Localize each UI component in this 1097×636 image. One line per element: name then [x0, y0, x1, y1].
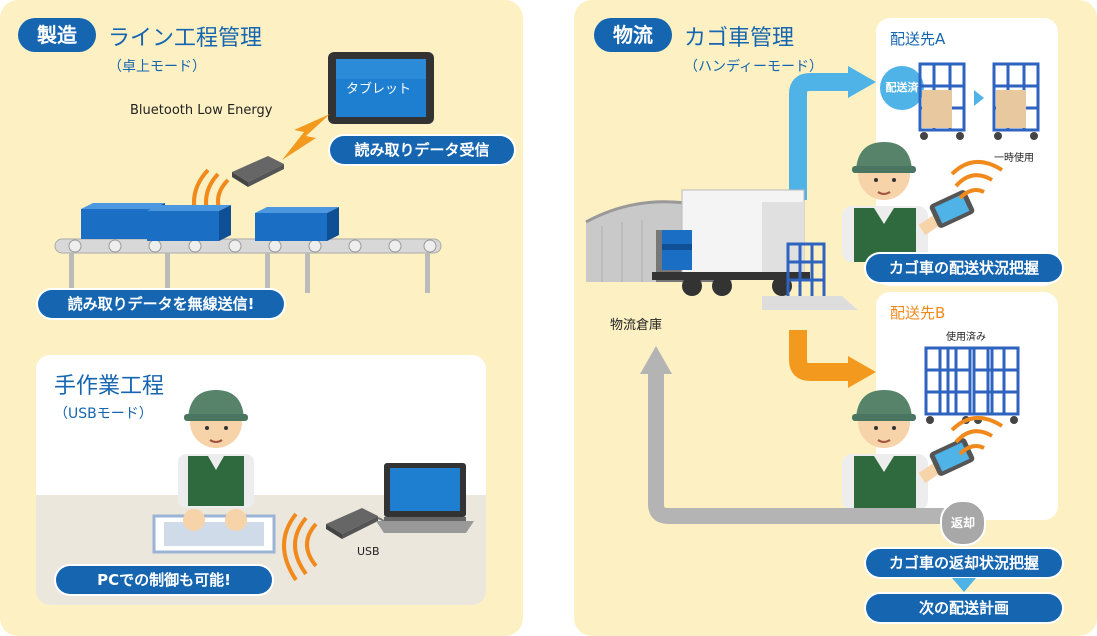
arrow-head-a: [848, 66, 876, 98]
manual-work-subtitle: （USBモード）: [54, 406, 153, 422]
manual-work-title: 手作業工程: [54, 374, 165, 399]
pc-control-caption: PCでの制御も可能!: [56, 566, 272, 594]
usb-signal-waves-icon: [282, 512, 318, 582]
cart-icon: [918, 62, 1040, 140]
return-badge: 返却: [940, 500, 986, 546]
warehouse-truck-icon: [585, 189, 858, 310]
lightning-icon: [282, 114, 330, 160]
handheld-worker-icon: [842, 142, 975, 262]
usb-label: USB: [357, 545, 380, 558]
return-arrow-head: [640, 346, 672, 374]
return-arrow: [648, 372, 956, 524]
next-delivery-plan-caption: 次の配送計画: [866, 594, 1062, 622]
temporary-use-label: 一時使用: [994, 153, 1034, 164]
tablet-label: タブレット: [346, 82, 412, 97]
manufacturing-badge: 製造: [18, 18, 96, 52]
line-process-title: ライン工程管理: [108, 26, 263, 51]
used-label: 使用済み: [946, 332, 986, 343]
worker-icon: [152, 390, 276, 554]
used-carts-icon: [924, 346, 1020, 424]
warehouse-label: 物流倉庫: [610, 318, 663, 333]
destination-a-title: 配送先A: [890, 30, 946, 48]
cart-management-subtitle: （ハンディーモード）: [684, 59, 824, 75]
scanner-device-icon: [232, 156, 284, 187]
receive-data-caption: 読み取りデータ受信: [330, 136, 514, 164]
return-signal-waves-icon: [950, 416, 1004, 456]
handheld-signal-waves-icon: [950, 160, 1004, 200]
delivery-arrow-b: [789, 330, 852, 381]
return-status-caption: カゴ車の返却状況把握: [866, 549, 1062, 577]
delivery-status-caption: カゴ車の配送状況把握: [866, 254, 1062, 282]
tablet-icon: [328, 52, 434, 124]
line-process-subtitle: （卓上モード）: [108, 59, 206, 75]
ble-label: Bluetooth Low Energy: [130, 103, 273, 118]
delivery-arrow-a: [789, 73, 852, 200]
delivered-status-badge: 配送済: [880, 66, 924, 110]
cart-management-title: カゴ車管理: [684, 26, 795, 51]
send-data-caption: 読み取りデータを無線送信!: [38, 290, 284, 318]
conveyor-icon: [54, 203, 442, 293]
down-arrow-icon: [952, 578, 976, 592]
destination-b-title: 配送先B: [890, 304, 946, 322]
usb-reader-icon: [326, 508, 387, 539]
arrow-head-b: [848, 356, 876, 388]
flow-arrows: [640, 66, 956, 524]
return-worker-icon: [842, 390, 975, 510]
laptop-icon: [376, 463, 474, 533]
logistics-badge: 物流: [594, 18, 672, 52]
